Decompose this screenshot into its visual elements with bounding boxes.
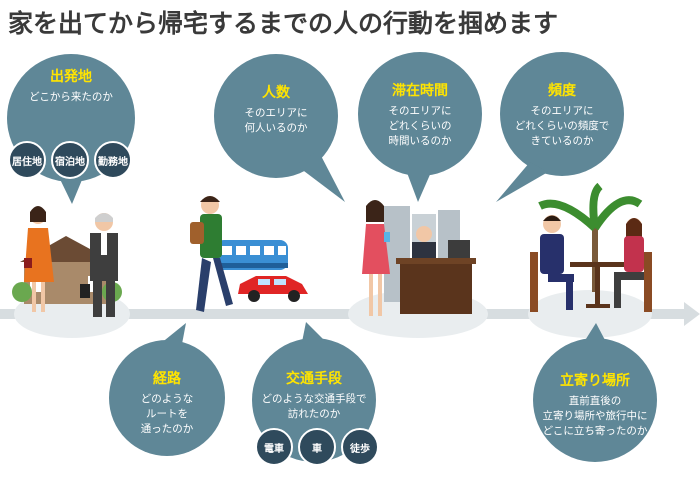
bubble-stay-body: そのエリアに どれくらいの 時間いるのか: [388, 105, 452, 147]
bubble-frequency-heading: 頻度: [548, 83, 576, 99]
bubble-stopover-heading: 立寄り場所: [560, 373, 630, 389]
chip-residence: 居住地: [8, 141, 46, 179]
bubble-people-shape: [214, 54, 345, 202]
bubble-people-heading: 人数: [262, 85, 290, 101]
stage-disc-restaurant: [528, 290, 652, 338]
bubble-people-body: そのエリアに 何人いるのか: [244, 107, 308, 134]
bubble-stay: 滞在時間 そのエリアに どれくらいの 時間いるのか: [360, 82, 480, 149]
chip-train: 電車: [255, 428, 293, 466]
bubble-route-body: どのような ルートを 通ったのか: [140, 393, 194, 435]
bubble-transport-heading: 交通手段: [286, 371, 342, 387]
timeline-arrow-icon: [684, 302, 700, 326]
scene-office: [362, 200, 476, 316]
scene-restaurant: [530, 182, 652, 312]
bubble-stay-shape: [358, 52, 482, 202]
bubble-stopover-body: 直前直後の 立寄り場所や旅行中に どこに立ち寄ったのか: [542, 395, 648, 437]
bubble-stopover-shape: [533, 323, 657, 462]
timeline-bar: [0, 309, 686, 319]
bubble-transport: 交通手段 どのような交通手段で 訪れたのか: [252, 370, 376, 422]
chip-car: 車: [298, 428, 336, 466]
bubble-route: 経路 どのような ルートを 通ったのか: [112, 370, 222, 437]
bubble-transport-body: どのような交通手段で 訪れたのか: [261, 393, 367, 420]
bubble-people: 人数 そのエリアに 何人いるのか: [216, 84, 336, 136]
scene-home: [12, 206, 122, 317]
bubble-route-heading: 経路: [153, 371, 181, 387]
bubble-origin-heading: 出発地: [50, 69, 92, 85]
bubble-frequency-body: そのエリアに どれくらいの頻度で きているのか: [514, 105, 610, 147]
bubble-stay-heading: 滞在時間: [392, 83, 448, 99]
bubble-route-shape: [109, 323, 225, 456]
chip-lodging: 宿泊地: [51, 141, 89, 179]
chip-walk: 徒歩: [341, 428, 379, 466]
scene-commute: [190, 196, 308, 312]
bubble-stopover: 立寄り場所 直前直後の 立寄り場所や旅行中に どこに立ち寄ったのか: [530, 372, 660, 439]
bubble-frequency-shape: [496, 52, 624, 202]
bubble-frequency: 頻度 そのエリアに どれくらいの頻度で きているのか: [497, 82, 627, 149]
page-title: 家を出てから帰宅するまでの人の行動を掴めます: [8, 9, 559, 38]
bubble-origin-body: どこから来たのか: [29, 91, 113, 103]
bubble-origin: 出発地 どこから来たのか: [11, 68, 131, 105]
chip-workplace: 勤務地: [94, 141, 132, 179]
